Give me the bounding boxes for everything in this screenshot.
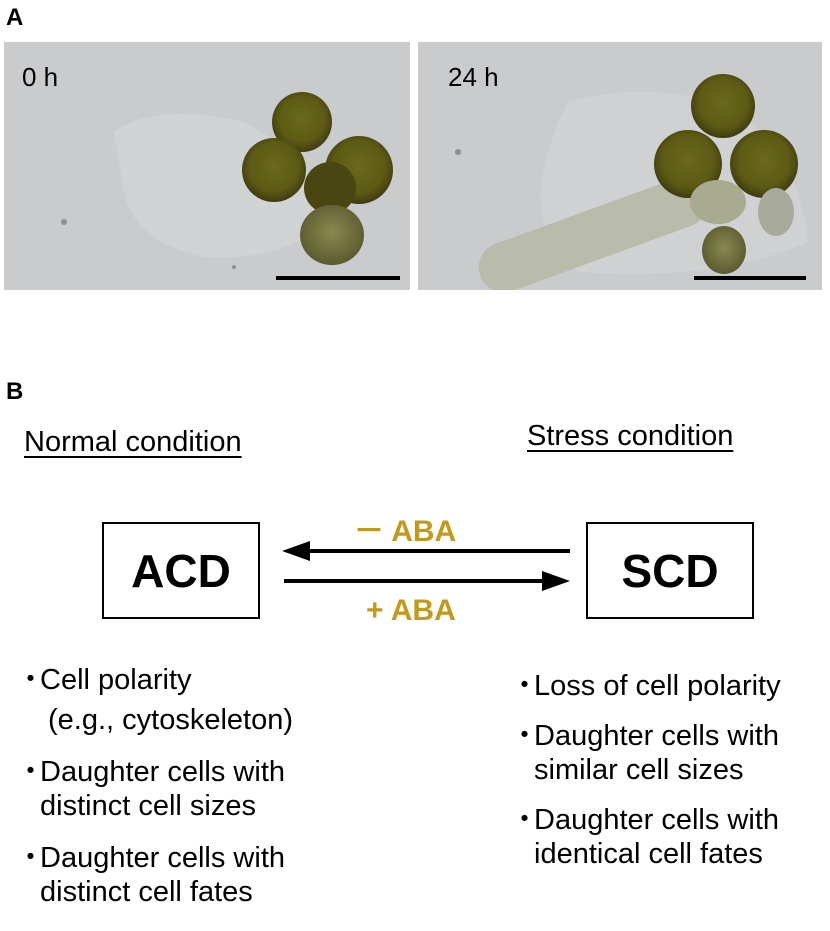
stress-condition-list: ・ Loss of cell polarity ・ Daughter cells…	[510, 670, 781, 872]
list-item: ・ Daughter cells with distinct cell fate…	[16, 842, 293, 910]
arrow-to-acd-head	[282, 541, 310, 561]
list-item: ・ Loss of cell polarity	[510, 670, 781, 704]
bullet-text: Loss of cell polarity	[534, 670, 781, 702]
panel-b-label: B	[6, 378, 24, 405]
bullet-text: similar cell sizes	[534, 753, 744, 786]
bullet-icon: ・	[16, 755, 46, 788]
scale-bar	[276, 276, 400, 280]
bullet-text: Daughter cells with	[40, 755, 285, 788]
micrograph-0h-drawing	[61, 92, 393, 269]
arrow-to-scd-head	[542, 571, 570, 591]
condition-arrows	[282, 541, 570, 591]
list-item: ・ Daughter cells with identical cell fat…	[510, 804, 781, 872]
bullet-icon: ・	[510, 670, 540, 702]
bullet-icon: ・	[510, 803, 540, 836]
panel-a-label: A	[6, 4, 24, 31]
list-item: ・ Cell polarity (e.g., cytoskeleton)	[16, 664, 293, 738]
micrograph-24h-drawing	[455, 74, 808, 290]
bullet-text: distinct cell fates	[40, 875, 253, 908]
stress-condition-heading: Stress condition	[527, 420, 734, 452]
list-item: ・ Daughter cells with distinct cell size…	[16, 756, 293, 824]
list-item: ・ Daughter cells with similar cell sizes	[510, 720, 781, 788]
scd-box: SCD	[586, 522, 754, 619]
minus-aba-label: － ABA	[354, 515, 457, 548]
plus-aba-label: + ABA	[366, 594, 456, 627]
time-label-0h: 0 h	[22, 62, 59, 92]
time-label-24h: 24 h	[448, 62, 499, 92]
bullet-text: identical cell fates	[534, 837, 763, 870]
bullet-icon: ・	[510, 719, 540, 752]
micrograph-24h: 24 h	[418, 42, 822, 290]
bullet-text: Cell polarity	[40, 664, 192, 696]
bullet-icon: ・	[16, 841, 46, 874]
bullet-text: (e.g., cytoskeleton)	[48, 703, 293, 736]
bullet-text: Daughter cells with	[40, 841, 285, 874]
micrograph-0h: 0 h	[4, 42, 410, 290]
acd-box: ACD	[102, 522, 260, 619]
normal-condition-list: ・ Cell polarity (e.g., cytoskeleton) ・ D…	[16, 664, 293, 910]
bullet-text: distinct cell sizes	[40, 789, 256, 822]
bullet-text: Daughter cells with	[534, 803, 779, 836]
bullet-text: Daughter cells with	[534, 719, 779, 752]
normal-condition-heading: Normal condition	[24, 426, 242, 458]
scale-bar	[694, 276, 806, 280]
bullet-icon: ・	[16, 664, 46, 696]
